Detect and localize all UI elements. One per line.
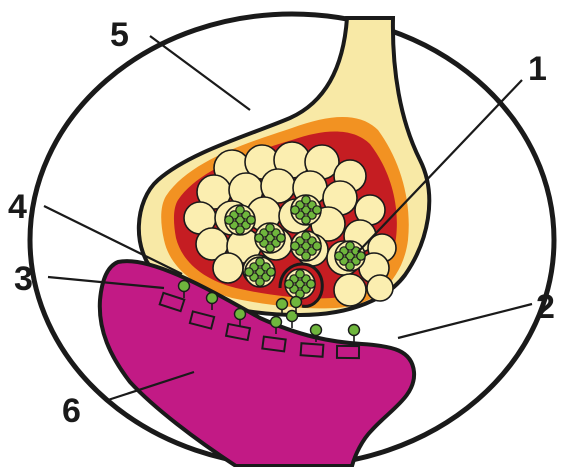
neurotransmitter-dot	[256, 278, 264, 286]
receptor	[262, 337, 285, 352]
receptor-body	[301, 343, 324, 357]
neurotransmitter-dot	[236, 226, 244, 234]
neurotransmitter-dot	[277, 234, 285, 242]
neurotransmitter-dot	[225, 216, 233, 224]
label-2: 2	[536, 288, 555, 326]
vesicle	[334, 274, 366, 306]
neurotransmitter-dot	[236, 206, 244, 214]
neurotransmitter-dot	[346, 242, 354, 250]
neurotransmitter-dot	[266, 224, 274, 232]
released-neurotransmitter	[271, 317, 282, 328]
nt-cluster	[291, 231, 321, 261]
released-neurotransmitter	[349, 325, 360, 336]
neurotransmitter-dot	[256, 258, 264, 266]
neurotransmitter-dot	[296, 270, 304, 278]
neurotransmitter-dot	[245, 268, 253, 276]
neurotransmitter-dot	[247, 216, 255, 224]
neurotransmitter-dot	[313, 242, 321, 250]
nt-cluster	[255, 223, 285, 253]
nt-cluster	[245, 257, 275, 287]
neurotransmitter-dot	[335, 252, 343, 260]
neurotransmitter-dot	[285, 280, 293, 288]
neurotransmitter-dot	[255, 234, 263, 242]
neurotransmitter-dot	[313, 206, 321, 214]
neurotransmitter-dot	[302, 252, 310, 260]
neurotransmitter-dot	[291, 242, 299, 250]
label-5: 5	[110, 16, 129, 54]
label-1: 1	[528, 50, 547, 88]
neurotransmitter-dot	[346, 262, 354, 270]
neurotransmitter-dot	[307, 280, 315, 288]
neurotransmitter-dot	[267, 268, 275, 276]
label-6: 6	[62, 392, 81, 430]
released-neurotransmitter	[277, 299, 288, 310]
neurotransmitter-dot	[302, 232, 310, 240]
neurotransmitter-dot	[302, 216, 310, 224]
nt-cluster	[291, 195, 321, 225]
receptor-body	[337, 346, 359, 358]
released-neurotransmitter	[235, 309, 246, 320]
released-neurotransmitter	[207, 293, 218, 304]
nt-cluster	[225, 205, 255, 235]
label-4: 4	[8, 188, 27, 226]
nt-cluster	[335, 241, 365, 271]
label-3: 3	[14, 260, 33, 298]
released-neurotransmitter	[291, 297, 302, 308]
receptor-body	[262, 337, 285, 352]
neurotransmitter-dot	[302, 196, 310, 204]
receptor	[301, 343, 324, 357]
nt-cluster	[285, 269, 315, 299]
neurotransmitter-dot	[291, 206, 299, 214]
released-neurotransmitter	[311, 325, 322, 336]
vesicle	[213, 253, 243, 283]
neurotransmitter-dot	[357, 252, 365, 260]
released-neurotransmitter	[179, 281, 190, 292]
vesicle	[367, 275, 393, 301]
receptor	[337, 346, 359, 358]
neurotransmitter-dot	[266, 244, 274, 252]
